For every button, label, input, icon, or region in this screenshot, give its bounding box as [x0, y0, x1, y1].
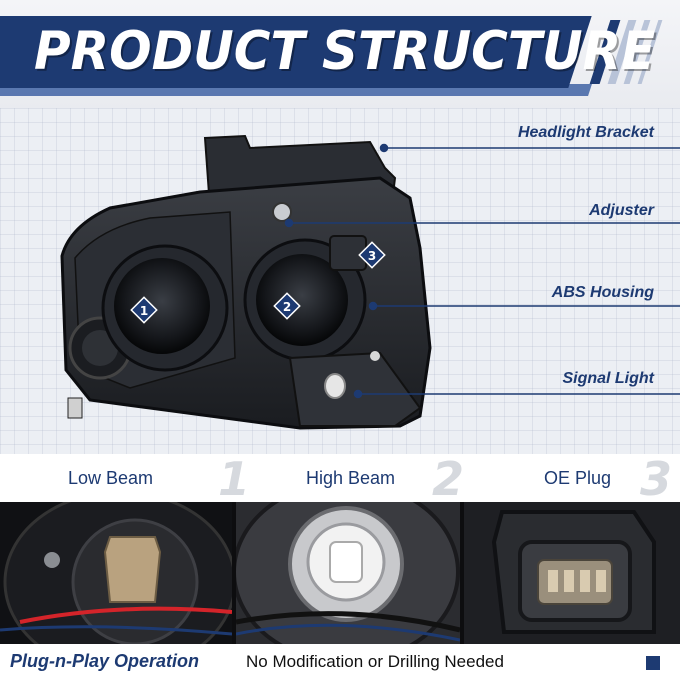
- callout-abs-housing: ABS Housing: [551, 284, 654, 301]
- adjuster: [272, 202, 292, 222]
- feature-number: 3: [640, 452, 673, 506]
- low-beam-photo: [0, 502, 232, 644]
- high-beam-projector: [256, 254, 348, 346]
- feature-number: 1: [218, 452, 251, 506]
- feature-label: Low Beam: [68, 468, 154, 488]
- callout-leaders: [284, 143, 680, 399]
- marker-3: 3: [358, 241, 386, 269]
- callout-headlight-bracket: Headlight Bracket: [517, 124, 654, 141]
- footer-square-icon: [646, 656, 660, 670]
- callout-adjuster: Adjuster: [589, 202, 654, 219]
- marker-2-label: 2: [283, 300, 291, 314]
- marker-3-label: 3: [368, 249, 376, 263]
- marker-1-label: 1: [140, 304, 148, 318]
- marker-1: 1: [130, 296, 158, 324]
- footer-text: No Modification or Drilling Needed: [246, 652, 504, 671]
- feature-high-beam: 2 High Beam: [226, 454, 464, 502]
- feature-oe-plug: 3 OE Plug: [452, 454, 678, 502]
- low-beam-projector: [114, 258, 210, 354]
- high-beam-photo: [236, 502, 460, 644]
- feature-low-beam: 1 Low Beam: [0, 454, 250, 502]
- detail-photos: [0, 502, 680, 644]
- feature-label: OE Plug: [544, 468, 612, 488]
- callout-signal-light: Signal Light: [562, 370, 654, 387]
- product-diagram: 1 2 3 Headlight Bracket Adjuster ABS Hou…: [0, 108, 680, 454]
- feature-label: High Beam: [306, 468, 396, 488]
- footer-highlight: Plug-n-Play Operation: [10, 651, 200, 671]
- footer: Plug-n-Play Operation No Modification or…: [0, 644, 680, 680]
- headlight-illustration: 1 2 3: [60, 134, 680, 430]
- feature-number: 2: [432, 452, 465, 506]
- feature-labels: 1 Low Beam 2 High Beam 3 OE Plug: [0, 454, 680, 502]
- page-title: PRODUCT STRUCTURE: [34, 20, 656, 82]
- marker-2: 2: [273, 292, 301, 320]
- signal-light: [288, 351, 422, 427]
- oe-plug-photo: [464, 502, 680, 644]
- header-banner: PRODUCT STRUCTURE: [0, 0, 680, 108]
